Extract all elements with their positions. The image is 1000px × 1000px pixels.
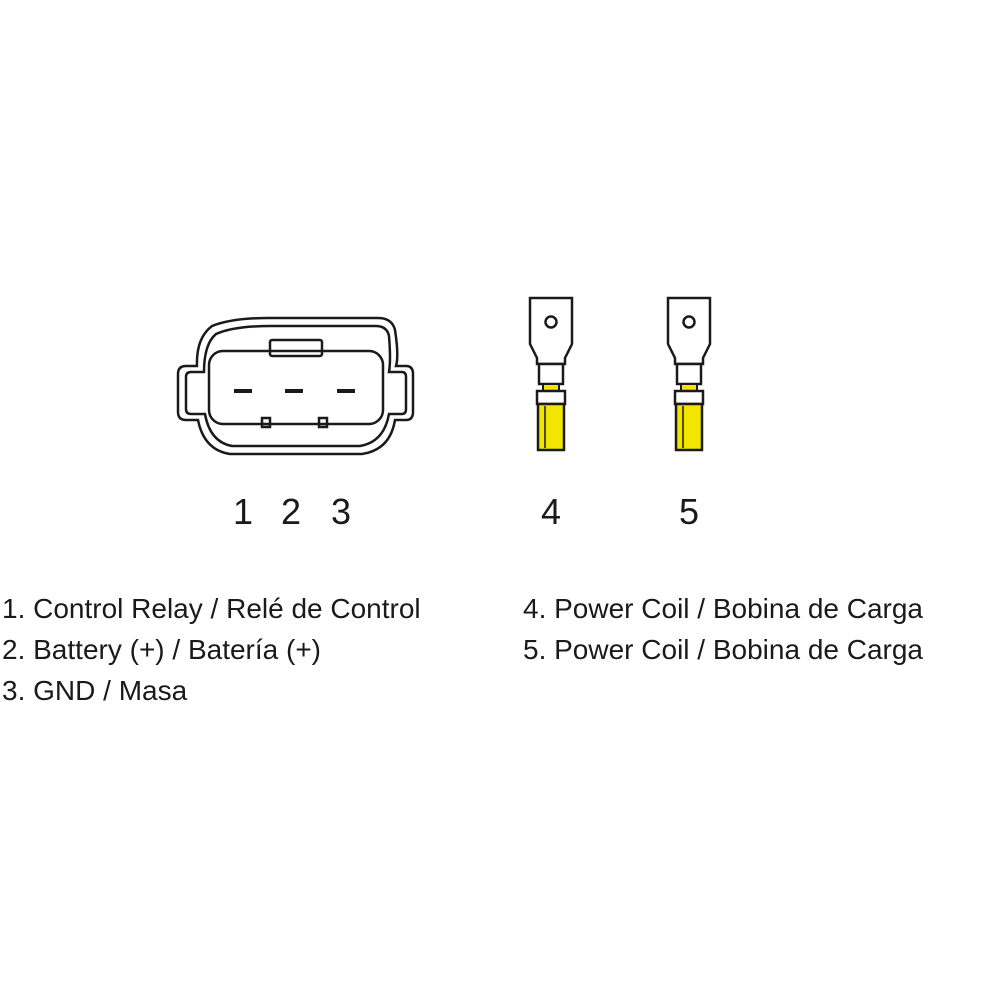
legend-item-3: 3. GND / Masa [2,675,188,706]
spade-blade [666,296,712,366]
pin-number-5: 5 [679,491,699,532]
connector-inner-housing [184,324,408,448]
pin-number-4: 4 [541,491,561,532]
pin-number-2: 2 [281,491,301,532]
legend-item-2: 2. Battery (+) / Batería (+) [2,634,322,665]
spade-hole [544,315,558,329]
legend-left: 1. Control Relay / Relé de Control 2. Ba… [2,588,421,711]
connector-outer-housing [176,316,415,456]
three-pin-connector [176,316,415,456]
crimp-barrel [537,362,565,386]
legend-right: 4. Power Coil / Bobina de Carga 5. Power… [523,588,923,670]
pin-number-3: 3 [331,491,351,532]
connector-key-left [260,416,272,429]
wire-insulation [536,402,566,452]
insulation-collar [535,389,567,406]
spade-terminal-4 [528,296,574,452]
pin-numbers: 1 2 3 4 5 [233,491,699,532]
connector-cavity [207,349,385,426]
spade-blade [528,296,574,366]
spade-hole [682,315,696,329]
legend-item-4: 4. Power Coil / Bobina de Carga [523,593,923,624]
legend-item-5: 5. Power Coil / Bobina de Carga [523,634,923,665]
wire-insulation [674,402,704,452]
insulation-collar [673,389,705,406]
connector-key-right [317,416,329,429]
connector-latch [268,338,324,358]
pin-number-1: 1 [233,491,253,532]
crimp-barrel [675,362,703,386]
spade-terminal-5 [666,296,712,452]
legend-item-1: 1. Control Relay / Relé de Control [2,593,421,624]
